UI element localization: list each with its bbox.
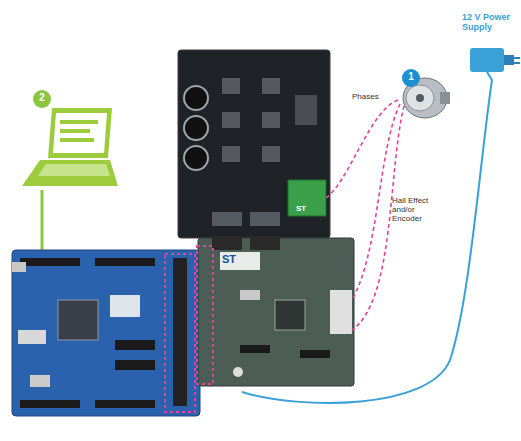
laptop-icon: [22, 90, 118, 186]
power-board: [178, 50, 330, 238]
signal-label: Phases: [352, 92, 392, 101]
sensor-board: [197, 236, 354, 386]
motor-icon: [402, 69, 450, 118]
power-supply-icon: [470, 48, 520, 80]
callout-circle: [33, 90, 51, 108]
brand-logo: ST: [222, 253, 252, 266]
supply-label: 12 V Power Supply: [462, 12, 521, 33]
brand-logo: ST: [296, 204, 320, 213]
control-board: [12, 250, 200, 416]
signal-label: Hall Effect and/or Encoder: [392, 196, 440, 224]
callout-circle: [402, 69, 420, 87]
callout-number: 2: [35, 92, 49, 104]
callout-number: 1: [404, 71, 418, 83]
